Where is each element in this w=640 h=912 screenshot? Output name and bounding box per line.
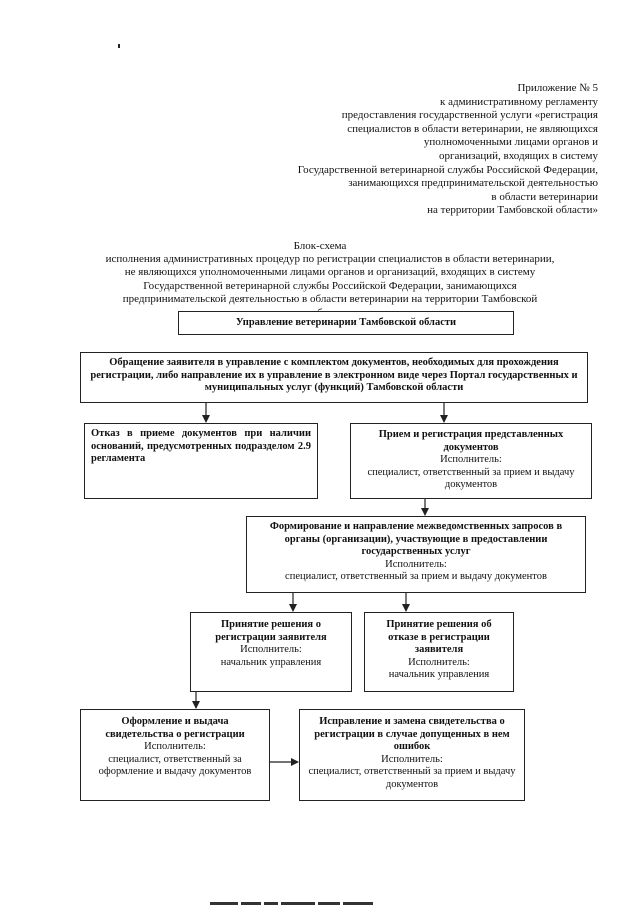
application-box: Обращение заявителя в управление с компл… (80, 352, 588, 403)
appendix-line: занимающихся предпринимательской деятель… (348, 177, 598, 190)
diagram-title: Блок-схема (293, 240, 347, 252)
interagency-executor-label: Исполнитель: (385, 558, 447, 570)
fix-certificate-executor: специалист, ответственный за прием и выд… (308, 766, 516, 790)
refusal-intake-text: Отказ в приеме документов при наличии ос… (91, 428, 311, 464)
decision-refuse-box: Принятие решения об отказе в регистрации… (364, 612, 514, 692)
intake-executor: специалист, ответственный за прием и выд… (367, 466, 575, 491)
appendix-line: организаций, входящих в систему (438, 149, 598, 162)
subtitle-line: не являющихся уполномоченными лицами орг… (124, 266, 536, 279)
decision-register-executor: начальник управления (220, 656, 322, 668)
diagram-subtitle: исполнения административных процедур по … (70, 253, 590, 320)
issue-certificate-executor-label: Исполнитель: (144, 741, 206, 752)
scan-speck (118, 44, 120, 48)
refusal-intake-box: Отказ в приеме документов при наличии ос… (84, 423, 318, 499)
subtitle-line: Государственной ветеринарной службы Росс… (143, 279, 517, 292)
subtitle-line: предпринимательской деятельностью в обла… (122, 293, 538, 306)
fix-certificate-box: Исправление и замена свидетельства о рег… (299, 709, 525, 801)
application-text: Обращение заявителя в управление с компл… (90, 357, 578, 393)
department-label: Управление ветеринарии Тамбовской област… (235, 317, 457, 328)
decision-refuse-executor: начальник управления (388, 669, 490, 680)
issue-certificate-title: Оформление и выдача свидетельства о реги… (105, 716, 245, 740)
intake-box: Прием и регистрация представленных докум… (350, 423, 592, 499)
interagency-box: Формирование и направление межведомствен… (246, 516, 586, 593)
issue-certificate-box: Оформление и выдача свидетельства о реги… (80, 709, 270, 801)
fix-certificate-title: Исправление и замена свидетельства о рег… (314, 716, 510, 752)
decision-register-executor-label: Исполнитель: (240, 644, 302, 655)
appendix-line: в области ветеринарии (491, 190, 598, 203)
appendix-line: специалистов в области ветеринарии, не я… (347, 122, 598, 135)
appendix-line: к административному регламенту (440, 95, 598, 108)
scan-artifact (210, 894, 420, 905)
appendix-line: Приложение № 5 (517, 82, 598, 94)
decision-register-title: Принятие решения о регистрации заявителя (215, 619, 327, 643)
interagency-title: Формирование и направление межведомствен… (269, 521, 563, 557)
subtitle-line: исполнения административных процедур по … (105, 253, 555, 265)
intake-title: Прием и регистрация представленных докум… (378, 429, 564, 453)
decision-refuse-title: Принятие решения об отказе в регистрации… (386, 619, 492, 655)
intake-executor-label: Исполнитель: (440, 454, 502, 465)
decision-register-box: Принятие решения о регистрации заявителя… (190, 612, 352, 692)
appendix-line: уполномоченными лицами органов и (423, 136, 598, 149)
appendix-line: Государственной ветеринарной службы Росс… (297, 163, 598, 176)
appendix-line: предоставления государственной услуги «р… (341, 109, 598, 122)
issue-certificate-executor: специалист, ответственный за оформление … (98, 753, 252, 778)
appendix-line: на территории Тамбовской области» (427, 204, 598, 217)
appendix-header: Приложение № 5 к административному регла… (178, 82, 598, 218)
interagency-executor: специалист, ответственный за прием и выд… (285, 571, 547, 582)
decision-refuse-executor-label: Исполнитель: (408, 656, 470, 668)
fix-certificate-executor-label: Исполнитель: (381, 753, 443, 765)
department-box: Управление ветеринарии Тамбовской област… (178, 311, 514, 335)
